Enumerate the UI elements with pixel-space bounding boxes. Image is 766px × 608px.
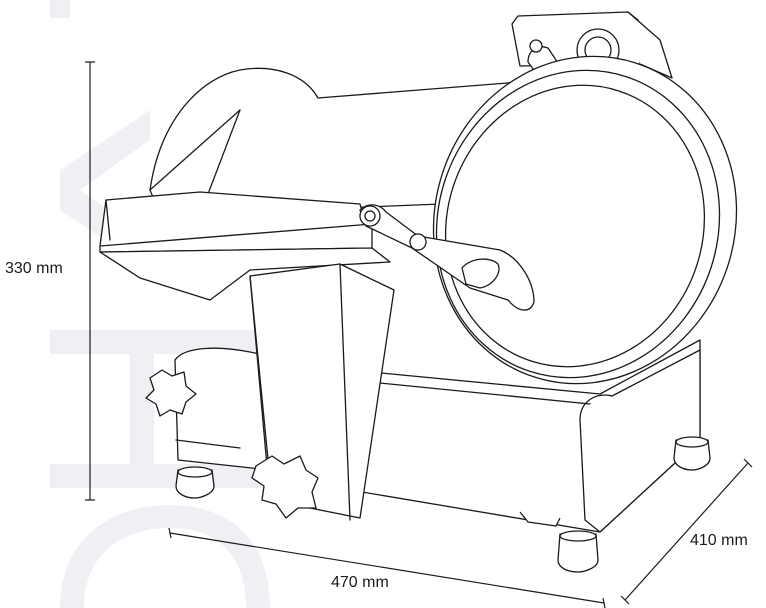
depth-label: 410 mm [690,532,748,549]
pusher-arm [359,204,535,311]
height-label: 330 mm [5,260,63,277]
width-dimension-line [168,527,606,608]
blade-disc [432,55,738,385]
side-knob [145,369,197,417]
width-label: 470 mm [331,574,389,591]
depth-dimension-line [620,458,753,605]
carriage-tray [99,191,391,301]
feet [175,436,711,573]
base-housing [349,339,701,533]
height-dimension-line [85,61,95,501]
front-knob [251,455,319,519]
blade-guard-top [511,11,673,79]
motor-housing [145,347,271,471]
